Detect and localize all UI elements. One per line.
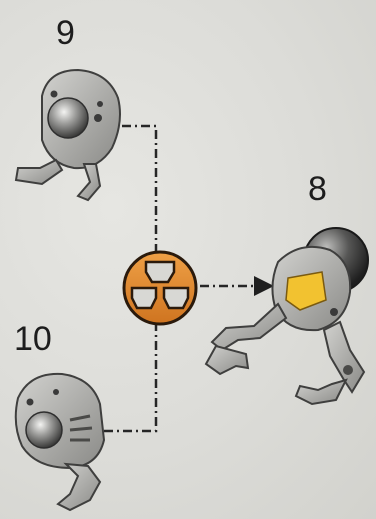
connector-top: [122, 126, 156, 255]
connector-bottom: [104, 315, 156, 431]
part-8-illustration: [206, 228, 368, 404]
part-10-illustration: [16, 374, 104, 510]
part-9-illustration: [16, 70, 120, 200]
combine-symbol-icon: [124, 252, 196, 324]
arrow-right-icon: [254, 276, 274, 296]
